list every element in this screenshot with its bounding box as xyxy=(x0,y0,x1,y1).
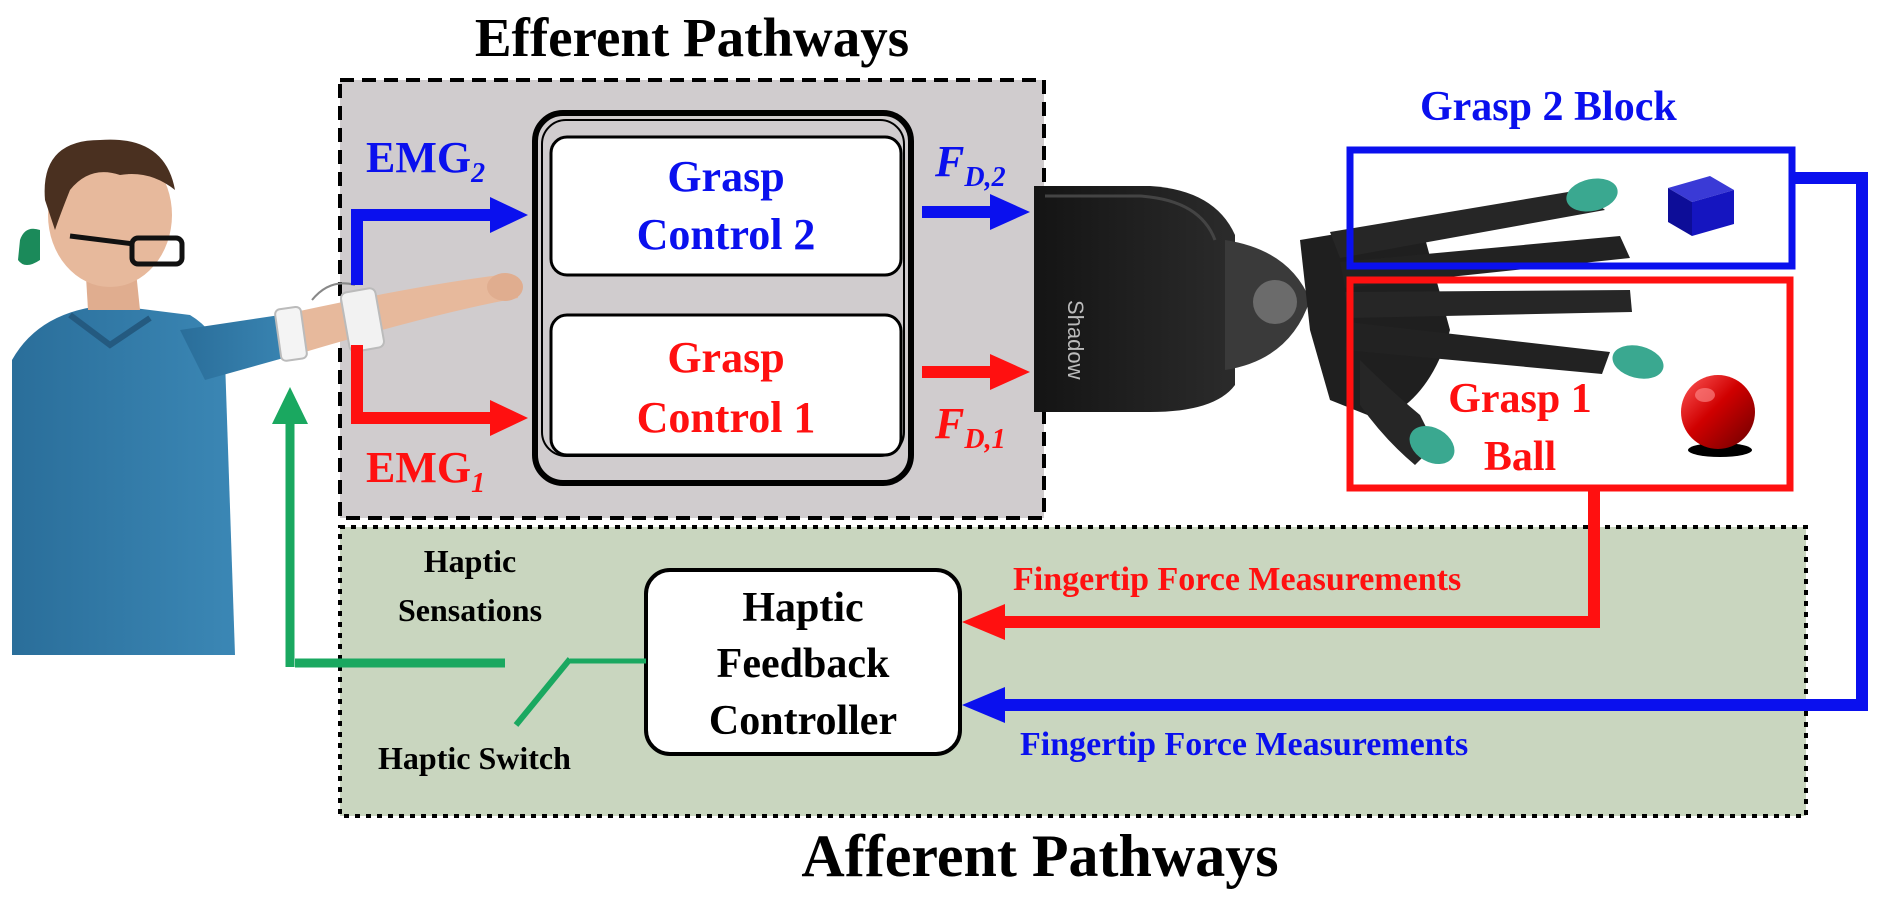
grasp-2-box xyxy=(1346,146,1796,270)
robotic-hand-icon: Shadow xyxy=(1034,178,1664,465)
person-icon xyxy=(12,139,523,655)
grasp-control-2-box xyxy=(549,135,903,277)
fingertip-force-blue-label: Fingertip Force Measurements xyxy=(1020,726,1469,763)
fd2-label: FD,2 xyxy=(935,137,1006,193)
haptic-controller-line1: Haptic xyxy=(742,585,864,631)
grasp-2-label: Grasp 2 Block xyxy=(1420,84,1677,130)
efferent-title: Efferent Pathways xyxy=(474,7,910,68)
block-icon xyxy=(1668,176,1734,236)
haptic-controller-line3: Controller xyxy=(708,698,898,744)
afferent-region xyxy=(338,525,1808,818)
grasp-1-label-line2: Ball xyxy=(1483,434,1557,480)
grasp-control-1-label-line2: Control 1 xyxy=(636,393,816,442)
haptic-switch xyxy=(272,387,646,727)
grasp-1-box xyxy=(1346,276,1794,492)
haptic-sensations-line2: Sensations xyxy=(397,592,543,628)
fd1-label: FD,1 xyxy=(935,399,1006,455)
svg-text:Shadow: Shadow xyxy=(1063,300,1088,380)
grasp-control-2-label-line2: Control 2 xyxy=(636,210,816,259)
grasp-control-1-label-line1: Grasp xyxy=(667,333,785,382)
red-feedback-path xyxy=(962,488,1600,640)
blue-feedback-path xyxy=(962,172,1868,723)
emg1-label: EMG1 xyxy=(366,443,486,499)
haptic-controller-line2: Feedback xyxy=(716,641,890,687)
grasp-1-label-line1: Grasp 1 xyxy=(1448,376,1592,422)
emg2-label: EMG2 xyxy=(366,133,486,189)
fingertip-force-red-label: Fingertip Force Measurements xyxy=(1013,561,1462,598)
haptic-switch-label: Haptic Switch xyxy=(378,740,571,776)
fd-arrows xyxy=(922,194,1030,390)
haptic-sensations-line1: Haptic xyxy=(423,543,517,579)
grasp-control-2-label-line1: Grasp xyxy=(667,152,785,201)
afferent-title: Afferent Pathways xyxy=(801,823,1279,889)
ball-icon xyxy=(1681,375,1755,457)
grasp-control-1-box xyxy=(549,313,903,457)
emg-branch xyxy=(351,197,528,436)
